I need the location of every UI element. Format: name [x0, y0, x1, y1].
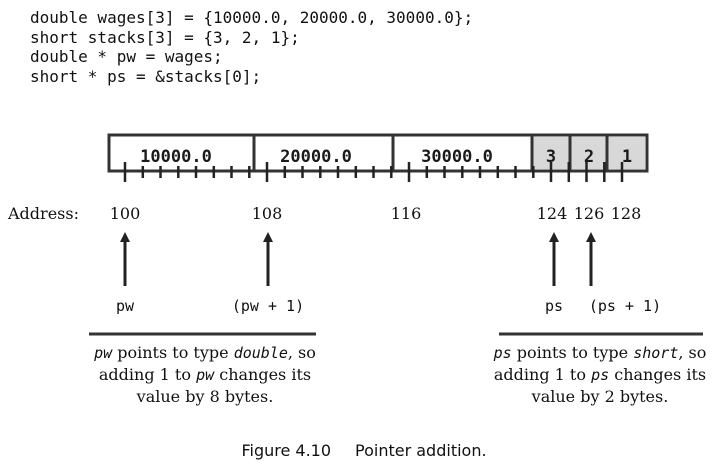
address-value: 100 [110, 204, 141, 223]
code-line: double * pw = wages; [30, 47, 223, 66]
pointer-label: pw [116, 297, 135, 315]
figure-title: Pointer addition. [355, 441, 487, 460]
note-var: pw [94, 344, 113, 362]
note-left: pw points to type double, so adding 1 to… [94, 343, 316, 406]
cell-value: 1 [622, 147, 632, 167]
note-type: short [633, 344, 679, 362]
figure-number: Figure 4.10 [241, 441, 332, 460]
address-value: 116 [391, 204, 422, 223]
note-type: double [233, 344, 288, 362]
cell-value: 10000.0 [140, 147, 212, 167]
cell-value: 3 [546, 147, 556, 167]
pointer-label: ps [545, 297, 563, 315]
code-line: double wages[3] = {10000.0, 20000.0, 300… [30, 8, 474, 27]
cell-value: 20000.0 [280, 147, 352, 167]
address-value: 124 [537, 204, 568, 223]
code-line: short stacks[3] = {3, 2, 1}; [30, 27, 300, 47]
address-value: 108 [252, 204, 283, 223]
code-listing: double wages[3] = {10000.0, 20000.0, 300… [30, 8, 473, 86]
code-line: short * ps = &stacks[0]; [30, 66, 262, 86]
byte-ticks [123, 162, 624, 182]
address-label: Address: [7, 204, 79, 223]
cell-value: 2 [584, 147, 594, 167]
figure-caption: Figure 4.10 Pointer addition. [0, 441, 728, 460]
pointer-label: (pw + 1) [232, 297, 304, 315]
note-var: ps [493, 344, 512, 362]
pointer-label: (ps + 1) [589, 297, 661, 315]
memory-cell-values: 10000.0 20000.0 30000.0 3 2 1 [140, 147, 632, 167]
address-value: 126 [574, 204, 605, 223]
address-value: 128 [611, 204, 642, 223]
note-right: ps points to type short, so adding 1 to … [493, 343, 707, 406]
cell-value: 30000.0 [421, 147, 493, 167]
